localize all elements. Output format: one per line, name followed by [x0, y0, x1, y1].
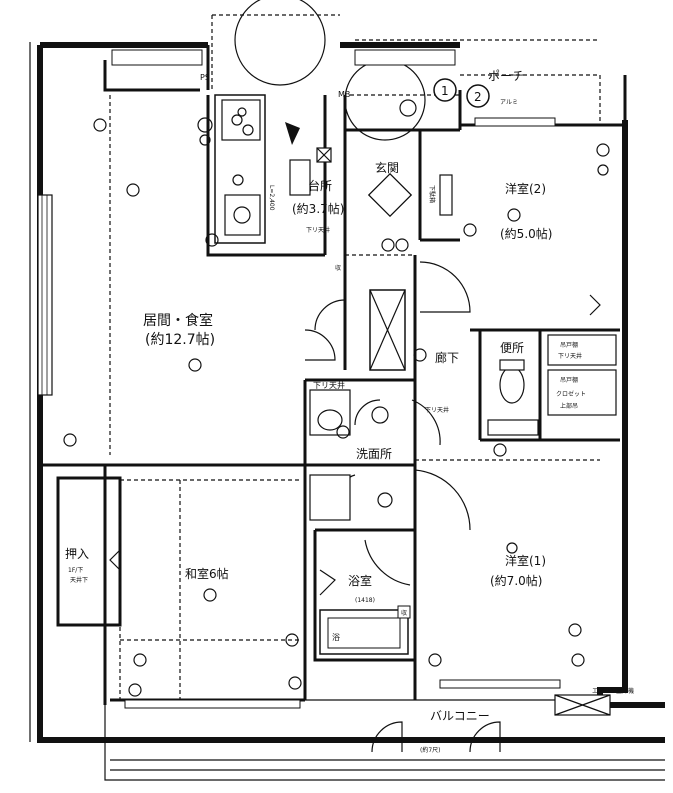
- toilet-shelf-1: 吊戸棚: [560, 341, 578, 349]
- entrance-fixtures: [367, 172, 453, 218]
- hall-storage: [369, 289, 406, 371]
- closet-name: 押入: [65, 547, 89, 561]
- western1-name: 洋室(1): [505, 553, 546, 568]
- fridge-label: 下リ天井: [306, 226, 330, 234]
- western2-size: (約5.0帖): [500, 226, 552, 241]
- japanese-name: 和室6帖: [185, 566, 229, 581]
- washroom-fixtures: [309, 389, 393, 521]
- outdoor-unit: [554, 694, 611, 716]
- porch-name: ポーチ: [488, 69, 524, 83]
- window-strips: [111, 49, 561, 709]
- mb-label: MB: [338, 90, 350, 99]
- closet-note-b: 天井下: [70, 576, 88, 584]
- tub-label: 浴: [332, 632, 340, 642]
- fixture-labels: PS MB L=2,400 下リ天井 1F/下 天井下 収 吊戸棚 下リ天井 吊…: [68, 73, 634, 754]
- living-name: 居間・食室: [143, 312, 213, 329]
- door-swings: [109, 261, 601, 753]
- marker-two: 2: [474, 90, 482, 104]
- living-size: (約12.7帖): [145, 332, 215, 348]
- toilet-shelf-2: 下リ天井: [558, 352, 582, 360]
- toilet-shelf-3: 吊戸棚: [560, 376, 578, 384]
- bath-fixtures: [319, 569, 411, 655]
- counter-label: L=2,400: [268, 185, 275, 211]
- window-label: アルミ: [500, 99, 518, 106]
- balcony-sub-label: (約7尺): [420, 746, 441, 754]
- toilet-fixture: [487, 334, 617, 436]
- hallway-name: 廊下: [435, 350, 459, 365]
- dashed-lines: [109, 14, 601, 700]
- marker-one: 1: [441, 84, 449, 98]
- western2-name: 洋室(2): [505, 181, 546, 196]
- entrance-name: 玄関: [375, 160, 399, 175]
- outdoor-unit-label: エアコン室外機: [592, 687, 634, 695]
- storage-label: 収: [335, 265, 341, 272]
- left-window: [37, 194, 53, 396]
- bath-size-label: (1418): [355, 597, 375, 604]
- bath-name: 浴室: [348, 573, 372, 588]
- kitchen-name: 台所: [308, 178, 332, 193]
- toilet-shelf-5: 上部吊: [560, 402, 578, 410]
- ps-label: PS: [200, 73, 210, 82]
- balcony-name: バルコニー: [430, 709, 490, 723]
- toilet-name: 便所: [500, 341, 524, 355]
- washroom-name: 洗面所: [356, 447, 392, 461]
- kitchen-size: (約3.7帖): [292, 201, 344, 216]
- closet-note-a: 1F/下: [68, 567, 83, 574]
- bath-flag-label: 収: [401, 610, 407, 617]
- room-labels: 居間・食室 (約12.7帖) 台所 (約3.7帖) 玄関 洋室(2) (約5.0…: [65, 69, 552, 723]
- outlets: [63, 117, 610, 697]
- toilet-shelf-4: クロゼット: [556, 390, 586, 398]
- interior-walls: [40, 45, 625, 705]
- shoe-label: 下駄箱: [428, 185, 436, 203]
- hall-shelf-label: 下リ天井: [425, 406, 449, 414]
- wash-shelf-label: 下リ天井: [313, 380, 345, 390]
- markers: 1 2: [433, 78, 490, 108]
- western1-size: (約7.0帖): [490, 573, 542, 588]
- kitchen-fixtures: [205, 94, 332, 247]
